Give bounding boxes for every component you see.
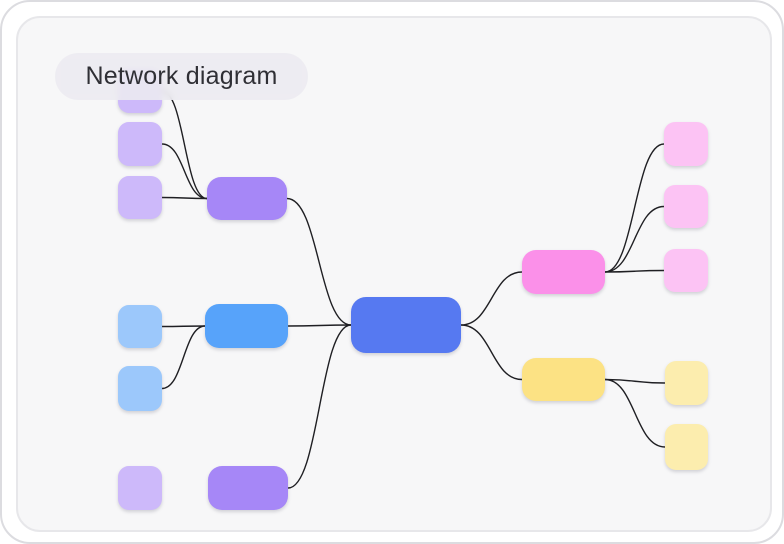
diagram-node-purple-leaf-4[interactable]	[118, 466, 162, 510]
diagram-node-pink-leaf-2[interactable]	[664, 185, 708, 228]
diagram-canvas[interactable]: Network diagram	[18, 18, 770, 530]
edge-purple-leaf-2-to-purple-branch	[161, 143, 208, 200]
edge-yellow-branch-to-yellow-leaf-2	[604, 378, 666, 448]
diagram-node-yellow-leaf-1[interactable]	[665, 361, 708, 405]
edge-center-node-to-pink-branch	[460, 271, 523, 326]
diagram-title-pill[interactable]: Network diagram	[55, 53, 308, 100]
edge-center-node-to-yellow-branch	[460, 324, 523, 381]
diagram-node-purple-branch-2[interactable]	[208, 466, 288, 510]
diagram-node-blue-leaf-2[interactable]	[118, 366, 162, 411]
diagram-node-pink-leaf-1[interactable]	[664, 122, 708, 166]
diagram-node-blue-branch[interactable]	[205, 304, 288, 348]
edge-pink-branch-to-pink-leaf-3	[604, 269, 665, 273]
edge-purple-branch-to-center-node	[286, 197, 352, 326]
diagram-node-pink-branch[interactable]	[522, 250, 605, 294]
edge-blue-leaf-1-to-blue-branch	[161, 325, 206, 328]
edge-yellow-branch-to-yellow-leaf-1	[604, 378, 666, 384]
diagram-node-purple-leaf-2[interactable]	[118, 122, 162, 166]
edge-blue-leaf-2-to-blue-branch	[161, 325, 206, 390]
diagram-node-purple-leaf-3[interactable]	[118, 176, 162, 219]
diagram-node-purple-branch[interactable]	[207, 177, 287, 220]
edge-pink-branch-to-pink-leaf-1	[604, 143, 665, 273]
edge-layer	[161, 90, 666, 489]
diagram-node-pink-leaf-3[interactable]	[664, 249, 708, 292]
edge-pink-branch-to-pink-leaf-2	[604, 205, 665, 273]
diagram-node-yellow-branch[interactable]	[522, 358, 605, 401]
edge-blue-branch-to-center-node	[287, 324, 352, 327]
diagram-node-yellow-leaf-2[interactable]	[665, 424, 708, 470]
edge-purple-leaf-3-to-purple-branch	[161, 196, 208, 200]
edge-purple-leaf-1-to-purple-branch	[161, 90, 208, 200]
diagram-node-blue-leaf-1[interactable]	[118, 305, 162, 348]
diagram-title: Network diagram	[85, 62, 278, 90]
diagram-node-center-node[interactable]	[351, 297, 461, 353]
edge-purple-branch-2-to-center-node	[287, 324, 352, 489]
diagram-card: Network diagram	[16, 16, 772, 532]
